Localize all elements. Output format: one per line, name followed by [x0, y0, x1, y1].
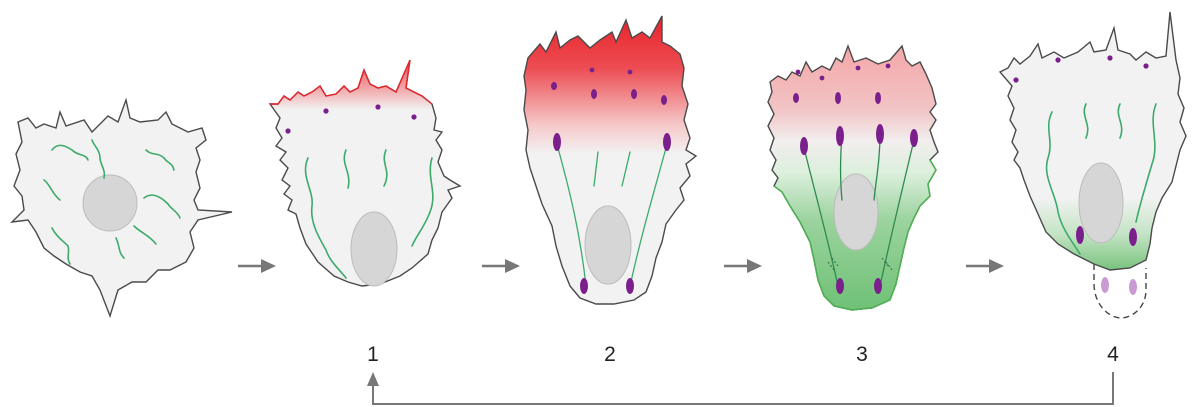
stage-label-2: 2	[604, 343, 616, 366]
stage-label-4: 4	[1107, 343, 1119, 366]
stage-label-1: 1	[367, 343, 379, 366]
nucleus	[1079, 163, 1123, 243]
cell-stage-1	[270, 60, 460, 286]
cell-unpolarized	[12, 100, 232, 316]
cell-stage-4	[1000, 12, 1186, 318]
nucleus	[83, 175, 137, 231]
cell-stage-2	[524, 16, 696, 304]
detached-adhesions	[1101, 277, 1137, 295]
nucleus	[585, 206, 631, 284]
arrow-to-stage-2	[482, 259, 520, 273]
cell-stage-3	[768, 46, 938, 310]
nucleus	[351, 212, 397, 286]
arrow-to-stage-4	[966, 259, 1004, 273]
arrow-to-stage-1	[238, 259, 276, 273]
stage-label-3: 3	[856, 343, 868, 366]
cycle-return-arrow	[367, 372, 1113, 404]
retracted-tail	[1094, 264, 1146, 318]
arrow-to-stage-3	[724, 259, 762, 273]
